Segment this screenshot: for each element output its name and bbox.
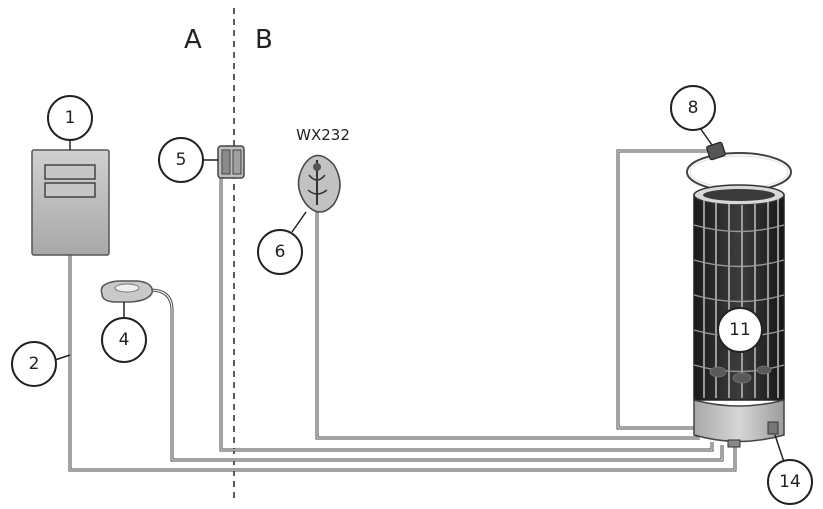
- svg-text:11: 11: [729, 320, 751, 340]
- junction-8: [706, 141, 726, 161]
- callout-14: 14: [767, 459, 813, 505]
- leader-lines: [54, 127, 785, 463]
- heater: [686, 152, 792, 448]
- cable-temperature-sensor: [315, 212, 700, 440]
- callout-4: 4: [101, 317, 147, 363]
- control-panel: [100, 280, 153, 303]
- svg-text:4: 4: [119, 330, 130, 350]
- callout-8: 8: [670, 85, 716, 131]
- temperature-sensor: [297, 154, 341, 213]
- callout-2: 2: [11, 341, 57, 387]
- callout-5: 5: [158, 137, 204, 183]
- svg-text:5: 5: [176, 150, 187, 170]
- cable-control-panel: [149, 288, 724, 462]
- zone-label-a: A: [184, 25, 202, 55]
- svg-text:1: 1: [65, 108, 76, 128]
- callout-6: 6: [257, 229, 303, 275]
- svg-text:8: 8: [688, 98, 699, 118]
- svg-text:14: 14: [779, 472, 801, 492]
- zone-label-b: B: [255, 25, 273, 55]
- connector-5: [217, 145, 245, 179]
- svg-text:6: 6: [275, 242, 286, 262]
- callout-11: 11: [717, 307, 763, 353]
- callout-1: 1: [47, 95, 93, 141]
- control-unit: [31, 149, 110, 256]
- cable-sensor-5: [219, 175, 714, 452]
- sensor-model-label: WX232: [296, 126, 350, 144]
- svg-text:2: 2: [29, 354, 40, 374]
- cables: [68, 149, 737, 472]
